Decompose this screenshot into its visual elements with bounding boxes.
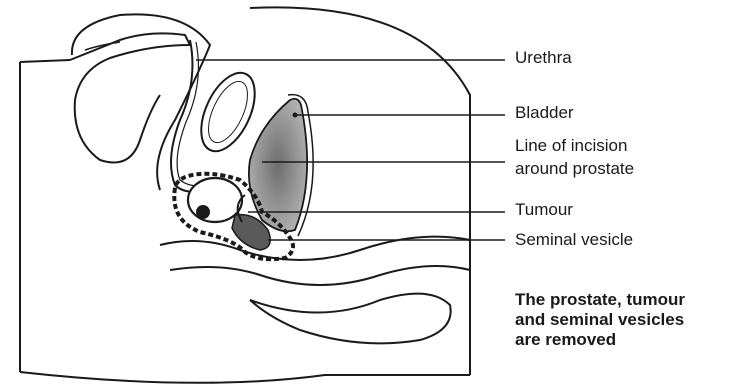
label-incision-line1: Line of incision <box>515 136 627 156</box>
label-incision-line2: around prostate <box>515 159 634 179</box>
label-tumour: Tumour <box>515 200 573 220</box>
colon-loop <box>250 294 451 344</box>
caption-line3: are removed <box>515 330 685 350</box>
label-bladder: Bladder <box>515 103 574 123</box>
label-seminal-vesicle: Seminal vesicle <box>515 230 633 250</box>
tumour <box>196 205 210 219</box>
caption: The prostate, tumour and seminal vesicle… <box>515 290 685 350</box>
label-urethra: Urethra <box>515 48 572 68</box>
caption-line2: and seminal vesicles <box>515 310 685 330</box>
prostate <box>188 178 242 222</box>
pubic-bone-inner <box>200 76 255 148</box>
penis-outline <box>70 33 190 162</box>
caption-line1: The prostate, tumour <box>515 290 685 310</box>
rectum-mid <box>170 266 470 285</box>
